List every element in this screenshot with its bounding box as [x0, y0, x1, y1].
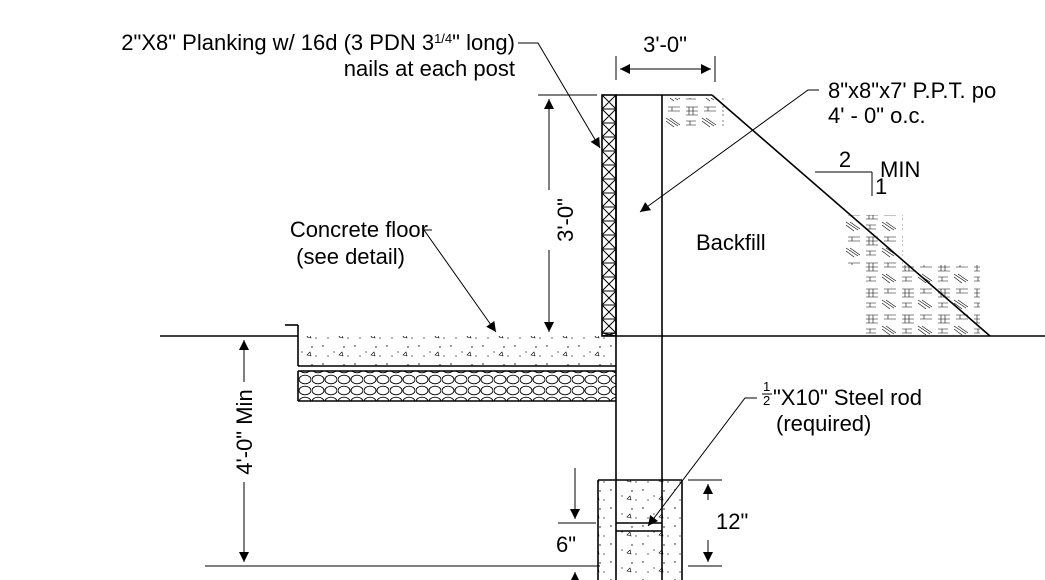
wall-height-dimension-text: 3'-0" [553, 198, 578, 242]
backfill-slope [662, 94, 991, 337]
concrete-footing [597, 479, 683, 580]
slope-rise-text: 1 [875, 174, 887, 199]
dimension-wall-height [538, 94, 597, 332]
concrete-floor-label-line2: (see detail) [296, 244, 405, 269]
steel-rod-label-line1: "X10" Steel rod [773, 385, 922, 410]
embed-dimension-text: 6" [556, 532, 576, 557]
dimension-footing-depth [688, 479, 722, 567]
concrete-floor-slab [285, 324, 616, 367]
post-label-line1: 8"x8"x7' P.P.T. po [828, 78, 996, 103]
backfill-label: Backfill [696, 230, 766, 255]
gravel-base [297, 370, 616, 402]
rod-fraction-denominator: 2 [763, 393, 770, 408]
leader-lines [423, 42, 819, 527]
concrete-floor-label-line1: Concrete floor [290, 217, 428, 242]
post-label-line2: 4' - 0" o.c. [828, 103, 926, 128]
dimension-embed [558, 468, 596, 580]
dimension-top-width [615, 56, 716, 82]
top-width-dimension-text: 3'-0" [643, 32, 687, 57]
planking-label-line1: 2"X8" Planking w/ 16d (3 PDN 31/4" long) [121, 30, 515, 55]
rod-fraction-numerator: 1 [763, 379, 770, 394]
depth-dimension-text: 4'-0" Min [232, 389, 257, 474]
planking-boards [601, 94, 617, 337]
steel-rod-label-line2: (required) [776, 411, 871, 436]
slope-symbol [815, 171, 873, 196]
footing-depth-dimension-text: 12" [716, 509, 748, 534]
slope-run-text: 2 [839, 147, 851, 172]
planking-label-line2: nails at each post [344, 56, 515, 81]
dimension-depth [205, 340, 600, 567]
slope-min-text: MIN [880, 157, 920, 182]
